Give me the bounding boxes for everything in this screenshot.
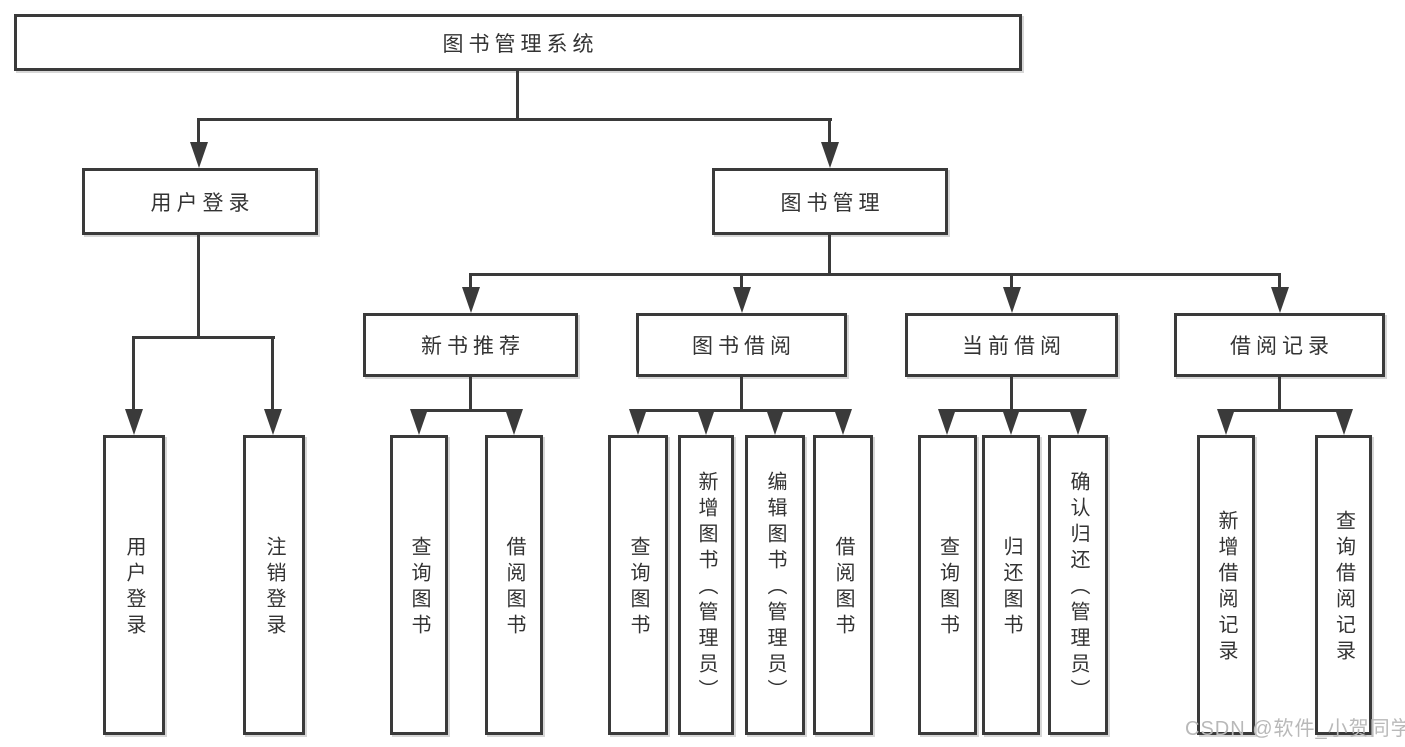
connector-stem-user-login <box>197 118 200 146</box>
connector-current-drop <box>1010 377 1013 412</box>
leaf-return-books: 归还图书 <box>982 435 1040 735</box>
leaf-label: 查询图书 <box>936 536 959 640</box>
node-borrowing-records: 借阅记录 <box>1174 313 1385 377</box>
connector-records-drop <box>1278 377 1281 412</box>
leaf-borrow-books-recommend: 借阅图书 <box>485 435 543 735</box>
csdn-watermark: CSDN @软件_小贺同学 <box>1185 718 1405 740</box>
connector-stem-logout-leaf <box>271 336 274 411</box>
connector-stem-login-leaf <box>132 336 135 411</box>
leaf-add-books-admin: 新增图书（管理员） <box>678 435 734 735</box>
node-user-login: 用户登录 <box>82 168 318 235</box>
leaf-label: 新增借阅记录 <box>1215 510 1237 666</box>
leaf-label: 归还图书 <box>1000 536 1022 640</box>
leaf-query-books-recommend: 查询图书 <box>390 435 448 735</box>
leaf-query-books-borrowing: 查询图书 <box>608 435 668 735</box>
connector-newbooks-drop <box>469 377 472 412</box>
leaf-label: 新增图书（管理员） <box>695 471 717 705</box>
connector-stem-book-mgmt <box>828 118 831 146</box>
node-book-borrowing: 图书借阅 <box>636 313 847 377</box>
leaf-label: 编辑图书（管理员） <box>764 471 786 705</box>
connector-newbooks-span <box>417 409 517 412</box>
arrow-borrowing-child-2 <box>697 409 715 435</box>
node-new-book-recommend: 新书推荐 <box>363 313 578 377</box>
leaf-user-login: 用户登录 <box>103 435 165 735</box>
node-label: 用户登录 <box>150 191 255 215</box>
arrow-logout-leaf <box>264 409 282 435</box>
arrow-borrowing-child-3 <box>766 409 784 435</box>
leaf-label: 用户登录 <box>123 536 145 640</box>
node-label: 当前借阅 <box>962 335 1066 358</box>
arrow-records-child-2 <box>1335 409 1353 435</box>
arrow-current-child-3 <box>1069 409 1087 435</box>
connector-bookmgmt-span <box>469 273 1281 276</box>
connector-root-span <box>197 118 832 121</box>
node-label: 新书推荐 <box>421 335 525 358</box>
node-label: 图书借阅 <box>692 335 796 358</box>
arrow-login-leaf <box>125 409 143 435</box>
node-current-borrowing: 当前借阅 <box>905 313 1118 377</box>
connector-stem-records <box>1278 273 1281 289</box>
arrow-borrowing-child-4 <box>834 409 852 435</box>
leaf-label: 查询图书 <box>627 536 649 640</box>
leaf-label: 查询借阅记录 <box>1332 510 1355 666</box>
connector-bookmgmt-drop <box>828 235 831 276</box>
arrow-records <box>1271 287 1289 313</box>
arrow-current-child-1 <box>938 409 956 435</box>
connector-root-drop <box>516 71 519 120</box>
leaf-confirm-return-admin: 确认归还（管理员） <box>1048 435 1108 735</box>
leaf-label: 查询图书 <box>408 536 430 640</box>
node-book-management: 图书管理 <box>712 168 948 235</box>
connector-records-span <box>1224 409 1346 412</box>
leaf-add-borrow-record: 新增借阅记录 <box>1197 435 1255 735</box>
arrow-new-books <box>462 287 480 313</box>
leaf-label: 注销登录 <box>263 536 285 640</box>
node-label: 借阅记录 <box>1230 335 1334 358</box>
leaf-label: 借阅图书 <box>503 536 525 640</box>
arrow-records-child-1 <box>1217 409 1235 435</box>
arrow-newbooks-child-1 <box>410 409 428 435</box>
connector-borrowing-span <box>636 409 845 412</box>
leaf-borrow-books: 借阅图书 <box>813 435 873 735</box>
connector-stem-new-books <box>469 273 472 289</box>
arrow-borrowing-child-1 <box>629 409 647 435</box>
arrow-borrowing <box>733 287 751 313</box>
leaf-label: 确认归还（管理员） <box>1067 471 1089 705</box>
node-library-management-system: 图书管理系统 <box>14 14 1022 71</box>
connector-stem-current <box>1010 273 1013 289</box>
connector-userlogin-span <box>132 336 275 339</box>
leaf-logout: 注销登录 <box>243 435 305 735</box>
node-label: 图书管理 <box>780 191 885 215</box>
arrow-current-child-2 <box>1002 409 1020 435</box>
connector-stem-borrowing <box>740 273 743 289</box>
arrow-user-login <box>190 142 208 168</box>
arrow-book-mgmt <box>821 142 839 168</box>
leaf-label: 借阅图书 <box>832 536 854 640</box>
leaf-query-books-current: 查询图书 <box>918 435 977 735</box>
connector-userlogin-drop <box>197 235 200 339</box>
arrow-current <box>1003 287 1021 313</box>
leaf-edit-books-admin: 编辑图书（管理员） <box>745 435 805 735</box>
leaf-query-borrow-record: 查询借阅记录 <box>1315 435 1372 735</box>
node-label: 图书管理系统 <box>442 32 599 56</box>
connector-borrowing-drop <box>740 377 743 412</box>
arrow-newbooks-child-2 <box>505 409 523 435</box>
